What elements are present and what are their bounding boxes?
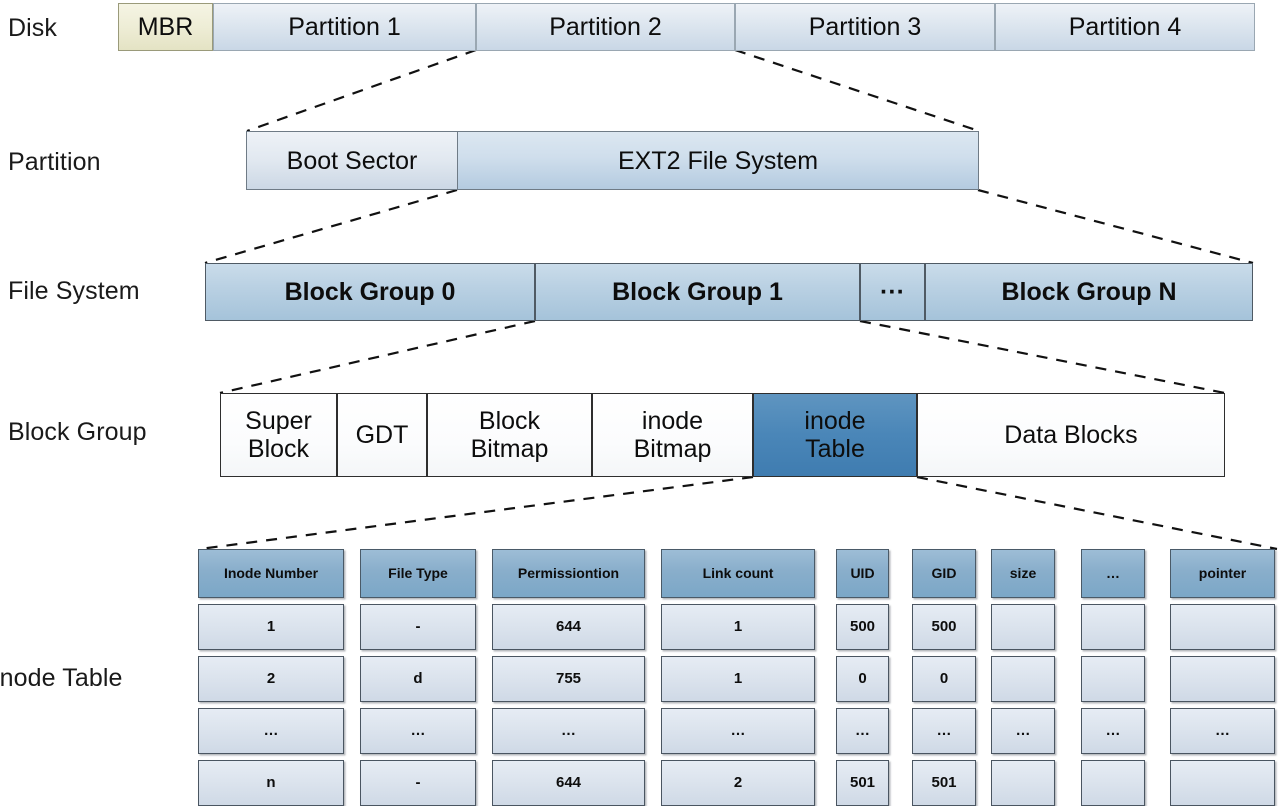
row-label-partition: Partition bbox=[8, 148, 101, 176]
partition-cell-ext2-file-system[interactable]: EXT2 File System bbox=[457, 131, 979, 190]
inode-cell-r1-ellipsis[interactable] bbox=[1081, 604, 1145, 650]
fs-cell-block-group-1[interactable]: Block Group 1 bbox=[535, 263, 860, 321]
inode-cell-r3-size[interactable]: … bbox=[991, 708, 1055, 754]
inode-cell-r3-file-type[interactable]: … bbox=[360, 708, 476, 754]
inode-cell-r3-pointer[interactable]: … bbox=[1170, 708, 1275, 754]
connector-bg-left bbox=[199, 475, 754, 551]
inode-cell-r4-link-count[interactable]: 2 bbox=[661, 760, 815, 806]
inode-cell-r3-permissiontion[interactable]: … bbox=[492, 708, 645, 754]
blockgroup-cell-inode-table-line2: Table bbox=[805, 435, 865, 463]
inode-header-ellipsis[interactable]: … bbox=[1081, 549, 1145, 598]
inode-cell-r1-permissiontion[interactable]: 644 bbox=[492, 604, 645, 650]
inode-cell-r3-gid[interactable]: … bbox=[912, 708, 976, 754]
inode-cell-r3-ellipsis[interactable]: … bbox=[1081, 708, 1145, 754]
inode-cell-r4-uid[interactable]: 501 bbox=[836, 760, 889, 806]
connector-bg-right bbox=[916, 475, 1278, 551]
inode-cell-r4-inode-number[interactable]: n bbox=[198, 760, 344, 806]
blockgroup-cell-block-bitmap-line1: Block bbox=[478, 407, 541, 435]
inode-cell-r2-link-count[interactable]: 1 bbox=[661, 656, 815, 702]
row-label-disk: Disk bbox=[8, 14, 58, 42]
blockgroup-cell-block-bitmap-line2: Bitmap bbox=[470, 435, 549, 463]
blockgroup-cell-inode-bitmap[interactable]: inode Bitmap bbox=[592, 393, 753, 477]
blockgroup-cell-super-block-line2: Block bbox=[247, 435, 310, 463]
fs-cell-block-group-0[interactable]: Block Group 0 bbox=[205, 263, 535, 321]
disk-cell-partition-1[interactable]: Partition 1 bbox=[213, 3, 476, 51]
inode-header-pointer[interactable]: pointer bbox=[1170, 549, 1275, 598]
inode-cell-r1-gid[interactable]: 500 bbox=[912, 604, 976, 650]
disk-cell-mbr[interactable]: MBR bbox=[118, 3, 213, 51]
inode-cell-r4-file-type[interactable]: - bbox=[360, 760, 476, 806]
disk-cell-partition-2[interactable]: Partition 2 bbox=[476, 3, 735, 51]
blockgroup-cell-data-blocks[interactable]: Data Blocks bbox=[917, 393, 1225, 477]
inode-cell-r1-uid[interactable]: 500 bbox=[836, 604, 889, 650]
blockgroup-cell-super-block[interactable]: Super Block bbox=[220, 393, 337, 477]
inode-cell-r2-ellipsis[interactable] bbox=[1081, 656, 1145, 702]
connector-disk-left bbox=[246, 48, 477, 133]
inode-header-uid[interactable]: UID bbox=[836, 549, 889, 598]
inode-header-permissiontion[interactable]: Permissiontion bbox=[492, 549, 645, 598]
inode-cell-r1-inode-number[interactable]: 1 bbox=[198, 604, 344, 650]
inode-cell-r1-pointer[interactable] bbox=[1170, 604, 1275, 650]
disk-cell-partition-4[interactable]: Partition 4 bbox=[995, 3, 1255, 51]
row-label-block-group: Block Group bbox=[8, 418, 147, 446]
inode-cell-r2-inode-number[interactable]: 2 bbox=[198, 656, 344, 702]
blockgroup-cell-block-bitmap[interactable]: Block Bitmap bbox=[427, 393, 592, 477]
inode-header-inode-number[interactable]: Inode Number bbox=[198, 549, 344, 598]
inode-cell-r2-file-type[interactable]: d bbox=[360, 656, 476, 702]
inode-cell-r4-size[interactable] bbox=[991, 760, 1055, 806]
row-label-inode-table: inode Table bbox=[0, 664, 123, 692]
inode-cell-r4-gid[interactable]: 501 bbox=[912, 760, 976, 806]
inode-cell-r2-gid[interactable]: 0 bbox=[912, 656, 976, 702]
connector-fs-right bbox=[859, 319, 1226, 395]
fs-cell-ellipsis: ··· bbox=[860, 263, 925, 321]
inode-cell-r1-file-type[interactable]: - bbox=[360, 604, 476, 650]
inode-header-gid[interactable]: GID bbox=[912, 549, 976, 598]
inode-cell-r2-pointer[interactable] bbox=[1170, 656, 1275, 702]
blockgroup-cell-gdt[interactable]: GDT bbox=[337, 393, 427, 477]
inode-header-link-count[interactable]: Link count bbox=[661, 549, 815, 598]
inode-cell-r4-ellipsis[interactable] bbox=[1081, 760, 1145, 806]
connector-partition-left bbox=[204, 188, 458, 265]
blockgroup-cell-inode-bitmap-line1: inode bbox=[641, 407, 704, 435]
inode-cell-r4-pointer[interactable] bbox=[1170, 760, 1275, 806]
row-label-file-system: File System bbox=[8, 277, 140, 305]
inode-cell-r2-permissiontion[interactable]: 755 bbox=[492, 656, 645, 702]
partition-cell-boot-sector[interactable]: Boot Sector bbox=[246, 131, 458, 190]
inode-cell-r4-permissiontion[interactable]: 644 bbox=[492, 760, 645, 806]
blockgroup-cell-inode-table[interactable]: inode Table bbox=[753, 393, 917, 477]
blockgroup-cell-inode-table-line1: inode bbox=[804, 407, 866, 435]
connector-disk-right bbox=[734, 48, 980, 133]
inode-cell-r3-uid[interactable]: … bbox=[836, 708, 889, 754]
blockgroup-cell-inode-bitmap-line2: Bitmap bbox=[633, 435, 712, 463]
connector-fs-left bbox=[219, 319, 536, 395]
inode-header-size[interactable]: size bbox=[991, 549, 1055, 598]
inode-cell-r3-inode-number[interactable]: … bbox=[198, 708, 344, 754]
connector-partition-right bbox=[977, 188, 1254, 265]
inode-header-file-type[interactable]: File Type bbox=[360, 549, 476, 598]
inode-cell-r2-size[interactable] bbox=[991, 656, 1055, 702]
inode-cell-r1-link-count[interactable]: 1 bbox=[661, 604, 815, 650]
inode-cell-r2-uid[interactable]: 0 bbox=[836, 656, 889, 702]
blockgroup-cell-super-block-line1: Super bbox=[245, 407, 312, 435]
disk-cell-partition-3[interactable]: Partition 3 bbox=[735, 3, 995, 51]
inode-cell-r1-size[interactable] bbox=[991, 604, 1055, 650]
fs-cell-block-group-n[interactable]: Block Group N bbox=[925, 263, 1253, 321]
inode-cell-r3-link-count[interactable]: … bbox=[661, 708, 815, 754]
